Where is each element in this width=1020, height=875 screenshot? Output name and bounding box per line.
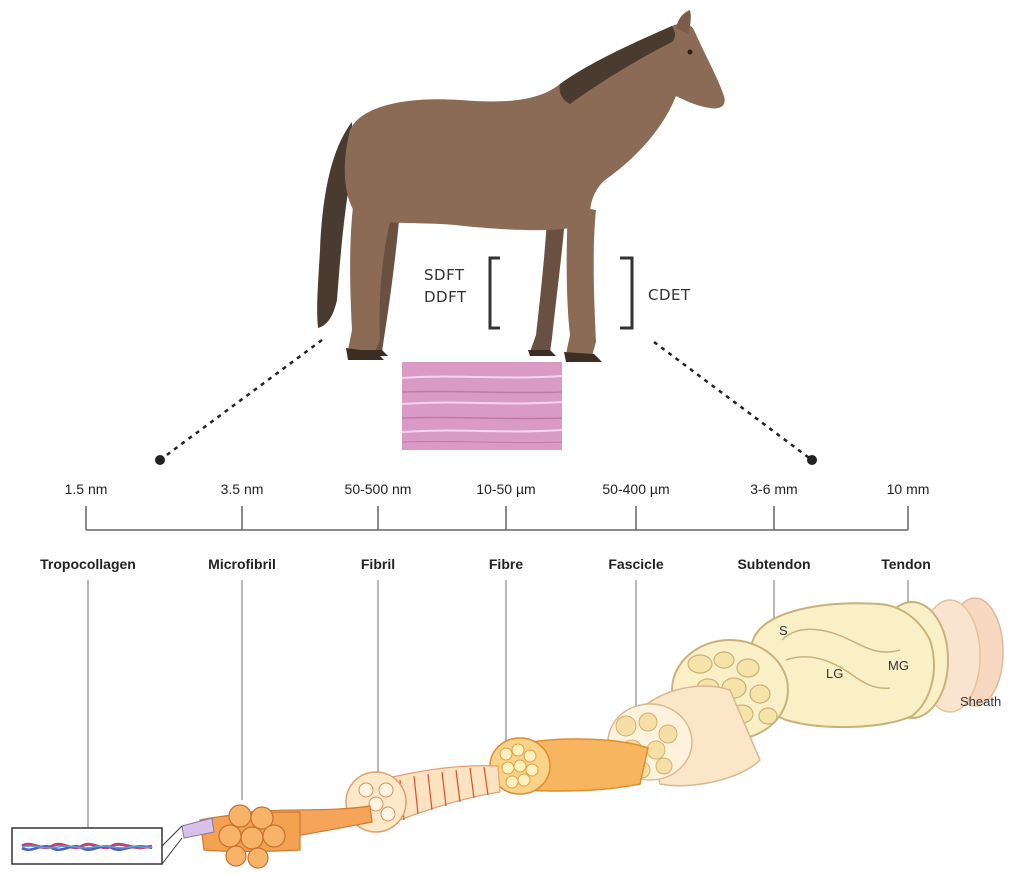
size-label-fibre: 10-50 µm bbox=[476, 481, 535, 497]
size-label-fibril: 50-500 nm bbox=[345, 481, 412, 497]
size-label-microfibril: 3.5 nm bbox=[221, 481, 264, 497]
level-label-fascicle: Fascicle bbox=[608, 556, 663, 572]
level-label-subtendon: Subtendon bbox=[737, 556, 810, 572]
level-label-tropocollagen: Tropocollagen bbox=[40, 556, 136, 572]
scale-bar bbox=[86, 506, 908, 530]
ddft-label: DDFT bbox=[424, 288, 467, 306]
horse-illustration bbox=[317, 10, 725, 362]
level-label-fibril: Fibril bbox=[361, 556, 395, 572]
connector-dot-left bbox=[155, 455, 165, 465]
fibre-illustration bbox=[490, 738, 648, 794]
tendon-part-s: S bbox=[779, 623, 788, 638]
right-bracket bbox=[620, 258, 632, 328]
level-label-tendon: Tendon bbox=[881, 556, 931, 572]
tendon-brackets bbox=[490, 258, 632, 328]
size-label-fascicle: 50-400 µm bbox=[602, 481, 669, 497]
histology-image bbox=[402, 362, 562, 450]
level-label-fibre: Fibre bbox=[489, 556, 523, 572]
tendon-part-lg: LG bbox=[826, 666, 843, 681]
left-bracket bbox=[490, 258, 500, 328]
size-label-subtendon: 3-6 mm bbox=[750, 481, 797, 497]
size-label-tropocollagen: 1.5 nm bbox=[65, 481, 108, 497]
sdft-label: SDFT bbox=[424, 266, 465, 284]
tendon-part-mg: MG bbox=[888, 658, 909, 673]
size-label-tendon: 10 mm bbox=[887, 481, 930, 497]
tropocollagen-inset bbox=[12, 826, 182, 864]
tendon-part-sheath: Sheath bbox=[960, 694, 1001, 709]
connector-dot-right bbox=[807, 455, 817, 465]
microfibril-illustration bbox=[182, 805, 372, 868]
cdet-label: CDET bbox=[648, 286, 691, 304]
level-label-microfibril: Microfibril bbox=[208, 556, 276, 572]
